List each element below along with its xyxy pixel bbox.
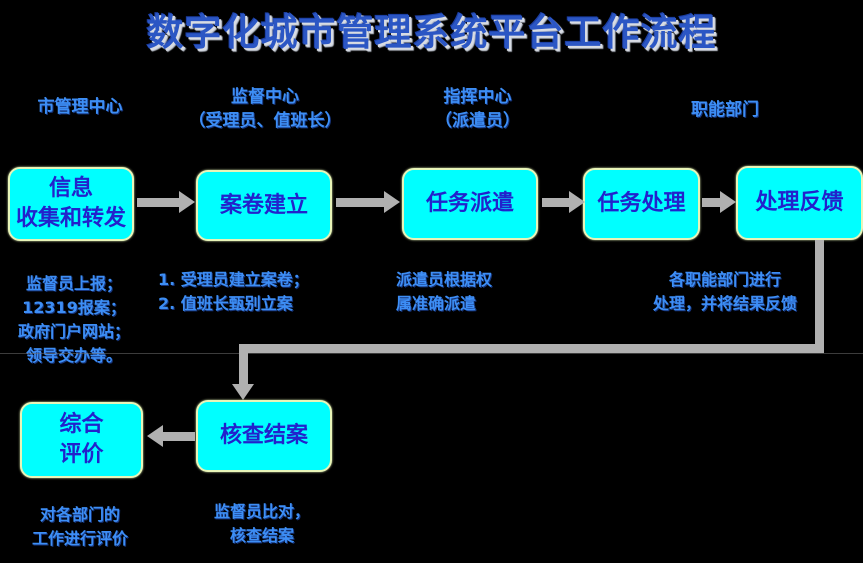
box-line2: 收集和转发 [15, 206, 126, 231]
column-label-supervision-center: 监督中心 （受理员、值班长） [140, 85, 390, 133]
column-label-functional-department: 职能部门 [610, 98, 840, 122]
column-label-line1: 市管理中心 [37, 97, 123, 117]
arrow-processing-to-feedback-head [720, 191, 736, 213]
box-line1: 综合 [59, 412, 104, 437]
box-line1: 任务处理 [597, 191, 686, 216]
arrow-dispatch-to-processing-shaft [542, 198, 569, 207]
column-label-line2: （受理员、值班长） [188, 111, 342, 131]
flow-box-case-creation[interactable]: 案卷建立 [196, 170, 332, 241]
flow-box-task-dispatch[interactable]: 任务派遣 [402, 168, 538, 240]
column-label-line1: 职能部门 [691, 100, 759, 120]
column-label-line2: （派遣员） [435, 111, 520, 131]
arrow-info-to-case-shaft [137, 198, 179, 207]
column-label-line1: 监督中心 [231, 87, 299, 107]
arrow-dispatch-to-processing-head [569, 191, 585, 213]
note-information-sources: 监督员上报； 12319报案； 政府门户网站； 领导交办等。 [17, 274, 130, 365]
flow-box-task-processing[interactable]: 任务处理 [583, 168, 700, 240]
column-label-line1: 指挥中心 [443, 87, 512, 107]
box-line1: 任务派遣 [425, 191, 514, 216]
column-label-city-management-center: 市管理中心 [0, 95, 160, 119]
box-line1: 案卷建立 [219, 192, 308, 218]
flow-box-information-collection[interactable]: 信息 收集和转发 [8, 167, 134, 241]
box-line1: 处理反馈 [755, 190, 844, 215]
note-evaluation: 对各部门的 工作进行评价 [31, 505, 128, 548]
note-task-dispatch: 派遣员根据权 属准确派遣 [396, 270, 493, 313]
box-line1: 核查结案 [219, 423, 308, 448]
column-label-command-center: 指挥中心 （派遣员） [370, 85, 585, 133]
page-title: 数字化城市管理系统平台工作流程 [146, 11, 717, 54]
note-verification: 监督员比对， 核查结案 [213, 502, 310, 545]
box-line2: 评价 [59, 442, 104, 467]
note-department-processing: 各职能部门进行 处理，并将结果反馈 [652, 270, 797, 313]
arrow-verification-to-evaluation-shaft [163, 432, 195, 441]
connector-feedback-horizontal [239, 344, 824, 353]
box-line1: 信息 [48, 176, 93, 201]
connector-verification-arrowhead [232, 384, 254, 400]
arrow-info-to-case-head [179, 191, 195, 213]
arrow-case-to-dispatch-head [384, 191, 400, 213]
separator-line [0, 353, 863, 354]
flow-box-processing-feedback[interactable]: 处理反馈 [736, 166, 863, 240]
arrow-verification-to-evaluation-head [147, 425, 163, 447]
arrow-case-to-dispatch-shaft [336, 198, 384, 207]
arrow-processing-to-feedback-shaft [702, 198, 720, 207]
flow-box-verification-closure[interactable]: 核查结案 [196, 400, 332, 472]
flow-box-comprehensive-evaluation[interactable]: 综合 评价 [20, 402, 143, 478]
note-case-creation: 1. 受理员建立案卷； 2. 值班长甄别立案 [158, 270, 309, 313]
connector-feedback-vertical [815, 240, 824, 353]
connector-verification-vertical [239, 344, 248, 386]
